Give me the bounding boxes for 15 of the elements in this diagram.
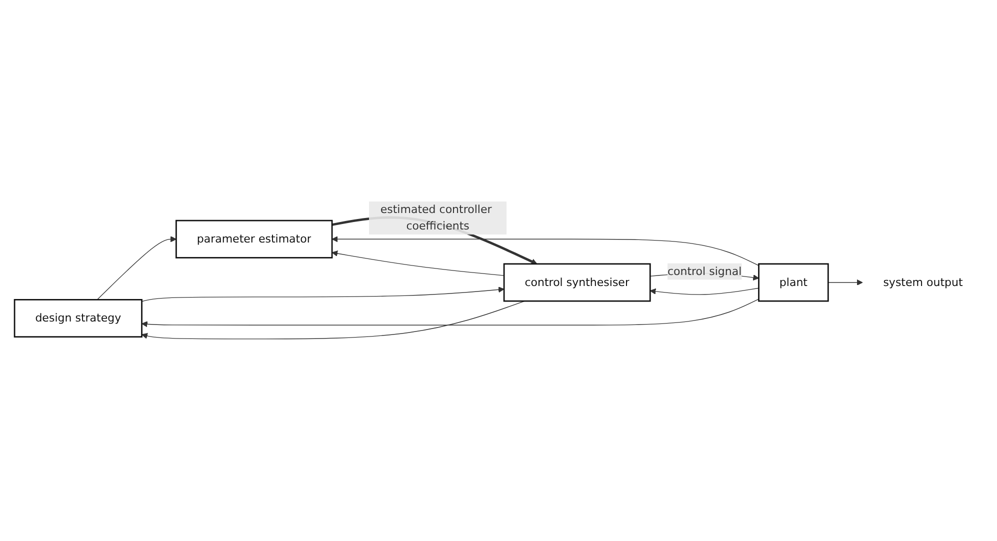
node-text: system output xyxy=(882,276,962,289)
node-box xyxy=(175,220,332,259)
edge-label: control signal xyxy=(666,264,742,278)
edge-label: estimated controller coefficients xyxy=(380,203,492,233)
arrow xyxy=(141,299,759,328)
block-diagram: estimated controller coefficients control signal design strategy parameter estimator control synthesiser plant system output xyxy=(8,196,988,345)
arrow xyxy=(96,236,176,300)
node-box xyxy=(758,264,828,302)
node-box xyxy=(13,299,142,338)
arrow xyxy=(140,286,504,302)
arrow xyxy=(331,236,759,266)
arrow xyxy=(649,288,759,296)
node-box xyxy=(502,264,650,302)
arrow xyxy=(827,280,862,286)
arrow xyxy=(331,250,504,276)
